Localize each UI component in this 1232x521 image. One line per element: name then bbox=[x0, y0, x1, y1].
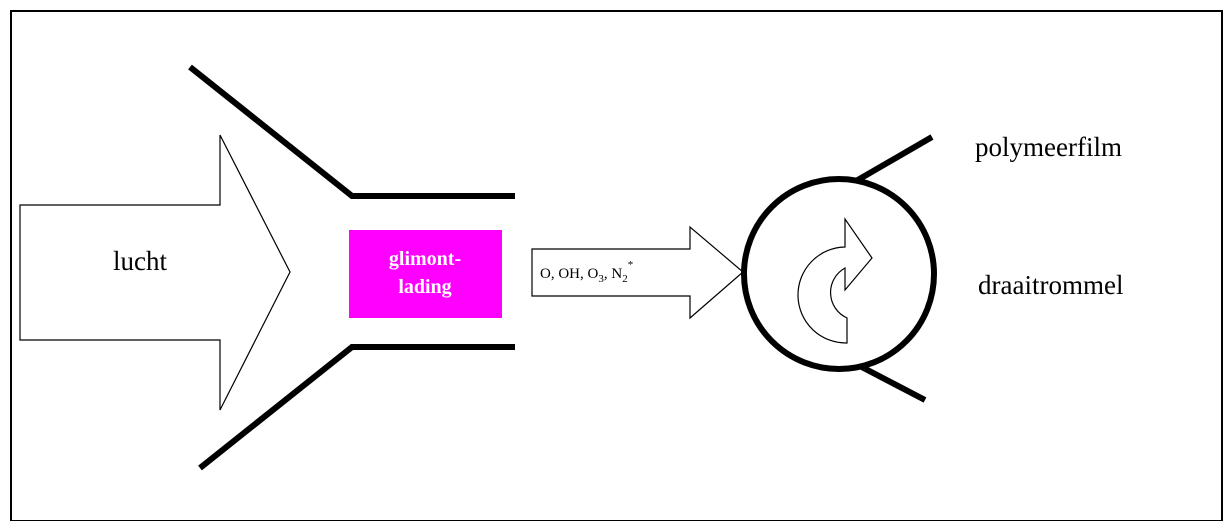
reactive-species-arrow bbox=[531, 225, 744, 320]
chamber-lower-wall bbox=[198, 344, 515, 471]
rotating-drum-label: draaitrommel bbox=[978, 270, 1123, 300]
air-inflow-arrow bbox=[19, 134, 291, 411]
diagram-frame bbox=[10, 10, 1223, 521]
discharge-chamber bbox=[188, 64, 515, 471]
polymer-film-label: polymeerfilm bbox=[975, 132, 1122, 162]
glow-discharge-label-line1: glimont- bbox=[389, 248, 461, 270]
glow-discharge-box bbox=[349, 230, 502, 318]
chamber-upper-wall bbox=[188, 64, 515, 199]
rotating-drum bbox=[741, 176, 937, 372]
rotation-arrow-icon bbox=[797, 217, 873, 344]
glow-discharge-label-line2: lading bbox=[398, 276, 451, 298]
reactive-species-label: O, OH, O3, N2* bbox=[540, 259, 633, 285]
air-label: lucht bbox=[113, 246, 167, 276]
